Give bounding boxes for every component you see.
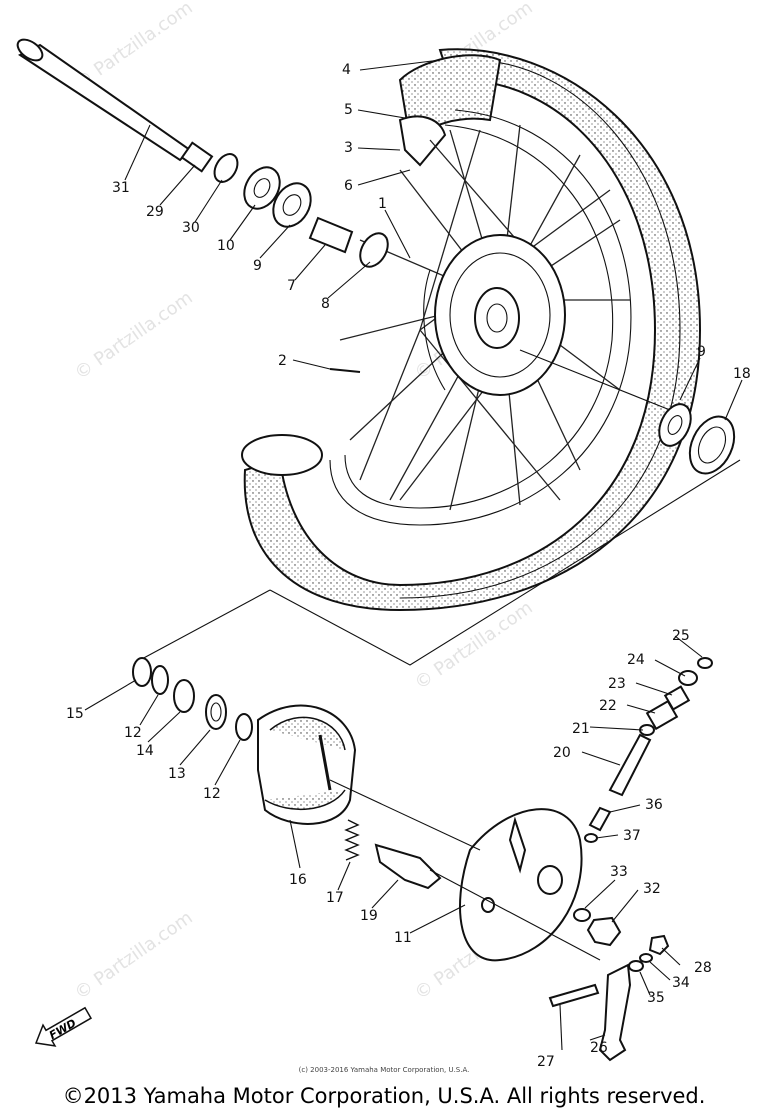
callout-12: 12 bbox=[203, 786, 221, 802]
assembly-link-line bbox=[269, 459, 741, 666]
callout-36: 36 bbox=[645, 797, 663, 813]
brake-lever bbox=[548, 963, 632, 1062]
callout-18: 18 bbox=[733, 366, 751, 382]
assembly-link-line bbox=[139, 589, 271, 661]
callout-19: 19 bbox=[360, 908, 378, 924]
axle-nut-washer bbox=[573, 908, 622, 947]
callout-9: 9 bbox=[253, 258, 262, 274]
hub bbox=[423, 234, 566, 396]
axle-assembly bbox=[16, 38, 389, 373]
callout-23: 23 bbox=[608, 676, 626, 692]
callout-37: 37 bbox=[623, 828, 641, 844]
right-bearing-seal bbox=[519, 349, 736, 475]
callout-21: 21 bbox=[572, 721, 590, 737]
callout-26: 26 bbox=[590, 1040, 608, 1056]
brake-plate bbox=[329, 779, 601, 962]
callout-29: 29 bbox=[146, 204, 164, 220]
callout-33: 33 bbox=[610, 864, 628, 880]
brake-shoe bbox=[257, 704, 357, 825]
callout-8: 8 bbox=[321, 296, 330, 312]
callout-11: 11 bbox=[394, 930, 412, 946]
callout-27: 27 bbox=[537, 1054, 555, 1070]
callout-34: 34 bbox=[672, 975, 690, 991]
callout-16: 16 bbox=[289, 872, 307, 888]
leader-lines bbox=[84, 59, 743, 1051]
lever-fasteners bbox=[628, 934, 670, 972]
callout-25: 25 bbox=[672, 628, 690, 644]
callout-31: 31 bbox=[112, 180, 130, 196]
rim bbox=[329, 109, 632, 526]
callout-7: 7 bbox=[287, 278, 296, 294]
callout-30: 30 bbox=[182, 220, 200, 236]
callout-15: 15 bbox=[66, 706, 84, 722]
cam-shaft bbox=[374, 843, 442, 890]
callout-35: 35 bbox=[647, 990, 665, 1006]
callout-17: 17 bbox=[326, 890, 344, 906]
callout-5: 5 bbox=[344, 102, 353, 118]
callout-9: 9 bbox=[697, 344, 706, 360]
callout-3: 3 bbox=[344, 140, 353, 156]
callout-labels: 4 5 3 6 1 2 31 29 30 10 9 7 8 9 18 15 12… bbox=[66, 62, 751, 1070]
callout-10: 10 bbox=[217, 238, 235, 254]
small-copyright: (c) 2003-2016 Yamaha Motor Corporation, … bbox=[299, 1066, 470, 1074]
callout-28: 28 bbox=[694, 960, 712, 976]
watermark-group: © Partzilla.com © Partzilla.com © Partzi… bbox=[71, 0, 537, 1004]
copyright-notice: ©2013 Yamaha Motor Corporation, U.S.A. A… bbox=[63, 1084, 706, 1108]
callout-12: 12 bbox=[124, 725, 142, 741]
callout-14: 14 bbox=[136, 743, 154, 759]
watermark: © Partzilla.com bbox=[71, 287, 197, 384]
callout-6: 6 bbox=[344, 178, 353, 194]
callout-32: 32 bbox=[643, 881, 661, 897]
callout-1: 1 bbox=[378, 196, 387, 212]
watermark: © Partzilla.com bbox=[71, 907, 197, 1004]
callout-4: 4 bbox=[342, 62, 351, 78]
callout-24: 24 bbox=[627, 652, 645, 668]
forward-arrow-icon: FWD bbox=[34, 1006, 93, 1047]
callout-22: 22 bbox=[599, 698, 617, 714]
watermark: © Partzilla.com bbox=[411, 597, 537, 694]
spring bbox=[344, 819, 360, 861]
callout-20: 20 bbox=[553, 745, 571, 761]
tire bbox=[241, 48, 702, 612]
speedometer-drive-parts bbox=[584, 657, 713, 843]
callout-2: 2 bbox=[278, 353, 287, 369]
brake-side-rings bbox=[132, 657, 253, 741]
callout-13: 13 bbox=[168, 766, 186, 782]
